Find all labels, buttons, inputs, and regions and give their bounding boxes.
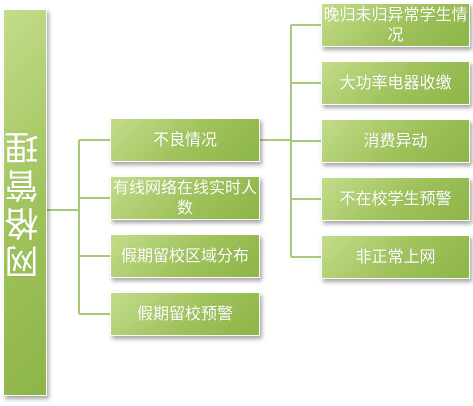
- branch-node-label: 不良情况: [152, 130, 217, 149]
- leaf-node-high-power-appliances[interactable]: 大功率电器收缴: [321, 61, 470, 105]
- branch-node-label: 有线网络在线实时人数: [112, 178, 257, 217]
- branch-node-wired-network-online[interactable]: 有线网络在线实时人数: [110, 176, 260, 220]
- leaf-node-label: 消费异动: [363, 131, 428, 150]
- branch-node-label: 假期留校区域分布: [120, 246, 249, 265]
- leaf-node-abnormal-spending[interactable]: 消费异动: [321, 119, 470, 163]
- branch-node-holiday-stay-warning[interactable]: 假期留校预警: [110, 292, 260, 336]
- leaf-node-absent-student-warning[interactable]: 不在校学生预警: [321, 177, 470, 221]
- leaf-node-label: 晚归未归异常学生情况: [323, 5, 468, 44]
- leaf-node-label: 大功率电器收缴: [339, 73, 452, 92]
- leaf-node-label: 不在校学生预警: [339, 189, 452, 208]
- branch-node-label: 假期留校预警: [136, 304, 233, 323]
- leaf-node-abnormal-internet-use[interactable]: 非正常上网: [321, 235, 470, 279]
- leaf-node-label: 非正常上网: [355, 247, 436, 266]
- root-node-label: 网格管理: [5, 126, 45, 279]
- branch-node-bad-situations[interactable]: 不良情况: [110, 118, 260, 162]
- root-node-grid-management[interactable]: 网格管理: [3, 9, 47, 396]
- branch-node-holiday-stay-distribution[interactable]: 假期留校区域分布: [110, 234, 260, 278]
- leaf-node-late-return-students[interactable]: 晚归未归异常学生情况: [321, 3, 470, 47]
